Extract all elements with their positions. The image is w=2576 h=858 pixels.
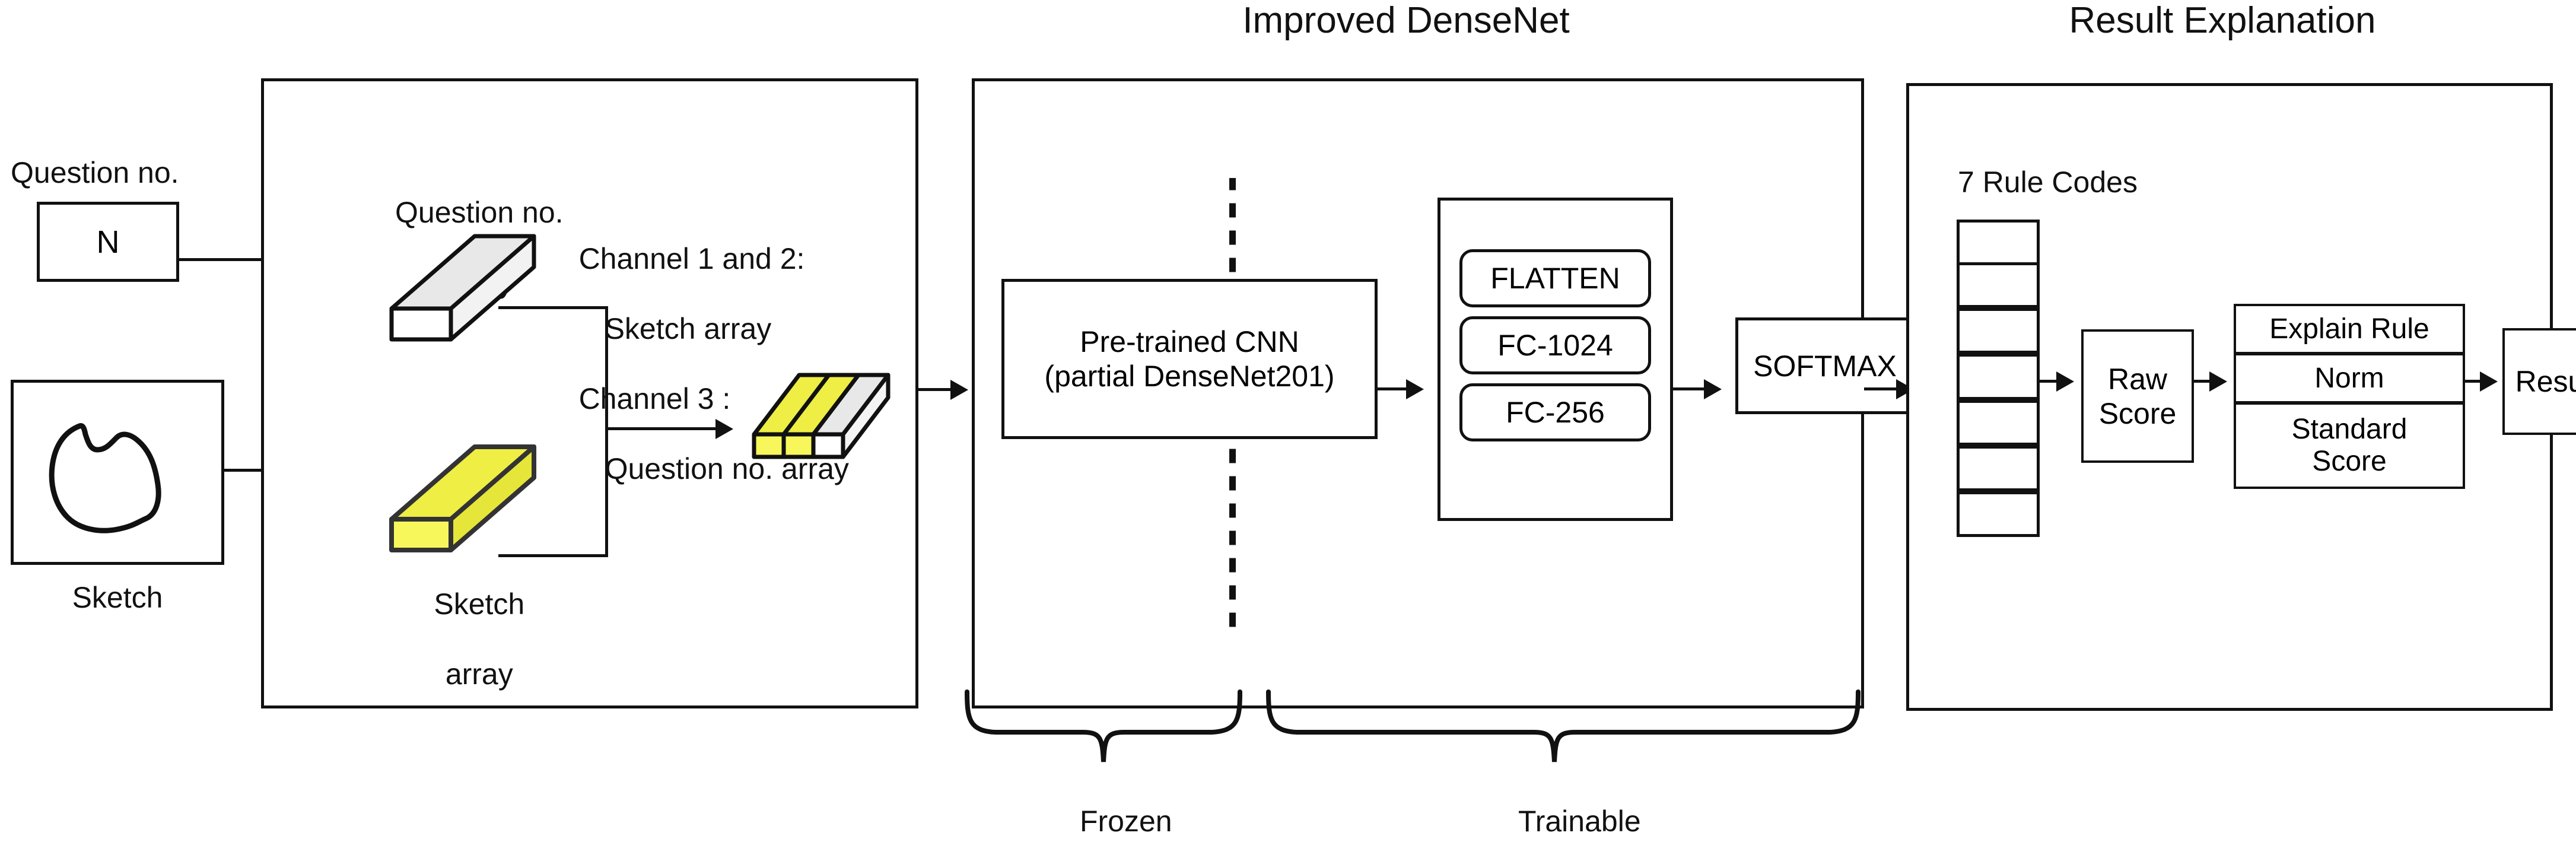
- channel-legend-line2: Sketch array: [605, 312, 772, 345]
- densenet-section-title: Improved DenseNet: [1242, 0, 1570, 41]
- explain-row-norm: Norm: [2234, 353, 2465, 403]
- raw-score-box: Raw Score: [2081, 329, 2194, 463]
- head-block-fc256-label: FC-256: [1506, 396, 1605, 429]
- channel-legend-line4: Question no. array: [605, 452, 849, 485]
- explain-row-explain-rule: Explain Rule: [2234, 304, 2465, 354]
- merge-line-top: [498, 306, 608, 309]
- channel-legend: Channel 1 and 2: Sketch array Channel 3 …: [546, 206, 926, 522]
- sketch-array-caption-line2: array: [445, 657, 513, 691]
- rule-code-cell: [1957, 220, 2040, 266]
- connector-cnn-to-head: [1378, 387, 1408, 390]
- sketch-array-caption: Sketch array: [335, 552, 590, 727]
- raw-score-line2: Score: [2098, 396, 2177, 430]
- trainable-layer-label-line1: Trainable: [1518, 805, 1641, 838]
- rule-codes-label: 7 Rule Codes: [1958, 166, 2138, 199]
- pretrained-cnn-box: Pre-trained CNN (partial DenseNet201): [1001, 279, 1378, 439]
- question-no-array-3d: [389, 234, 536, 342]
- frozen-layer-label: Frozen Layer: [961, 769, 1258, 858]
- connector-rawscore-to-explain: [2194, 380, 2213, 383]
- connector-rules-to-rawscore: [2040, 380, 2061, 383]
- connector-head-to-softmax: [1673, 387, 1706, 390]
- rule-code-cell: [1957, 445, 2040, 491]
- combined-channel-array-3d: [752, 373, 891, 459]
- result-box: Result: [2502, 328, 2576, 435]
- question-no-label: Question no.: [11, 156, 179, 189]
- trainable-layer-label: Trainable Layer: [1264, 769, 1863, 858]
- arrowhead-explain-to-result: [2480, 371, 2498, 392]
- head-block-flatten: FLATTEN: [1459, 249, 1651, 307]
- explain-row-standard-score-label: Standard Score: [2291, 414, 2408, 477]
- arrowhead-rules-to-rawscore: [2056, 371, 2074, 392]
- merge-line-vertical: [605, 306, 608, 557]
- merge-line-bottom: [498, 554, 608, 557]
- rule-code-cell: [1957, 308, 2040, 354]
- sketch-input-box: [11, 380, 224, 565]
- question-array-caption-line1: Question no.: [395, 196, 564, 229]
- rule-code-cell: [1957, 354, 2040, 400]
- raw-score-line1: Raw: [2107, 362, 2168, 396]
- softmax-label: SOFTMAX: [1753, 349, 1897, 383]
- explain-row-standard-score: Standard Score: [2234, 402, 2465, 489]
- result-label: Result: [2515, 365, 2576, 398]
- connector-input-to-densenet: [918, 388, 954, 391]
- softmax-box: SOFTMAX: [1735, 317, 1914, 414]
- frozen-layer-brace: [965, 689, 1242, 762]
- arrowhead-input-to-densenet: [950, 380, 968, 400]
- merge-line-out: [605, 427, 718, 430]
- arrowhead-head-to-softmax: [1704, 379, 1722, 399]
- question-no-input-box: N: [37, 202, 179, 282]
- rule-code-cell: [1957, 491, 2040, 537]
- frozen-layer-label-line1: Frozen: [1079, 805, 1172, 838]
- arrowhead-rawscore-to-explain: [2209, 371, 2227, 392]
- connector-explain-to-result: [2465, 380, 2483, 383]
- result-section-title: Result Explanation: [2069, 0, 2376, 41]
- head-block-flatten-label: FLATTEN: [1490, 262, 1620, 295]
- head-block-fc256: FC-256: [1459, 383, 1651, 441]
- explain-row-explain-rule-label: Explain Rule: [2269, 313, 2429, 345]
- channel-legend-line1: Channel 1 and 2:: [578, 242, 805, 275]
- trainable-layer-brace: [1266, 689, 1861, 762]
- explain-row-norm-label: Norm: [2314, 363, 2384, 394]
- pretrained-cnn-line2: (partial DenseNet201): [1044, 360, 1335, 393]
- sketch-array-caption-line1: Sketch: [434, 587, 525, 621]
- rule-code-cell: [1957, 262, 2040, 309]
- connector-densenet-to-result: [1864, 387, 1900, 390]
- sketch-caption: Sketch: [72, 581, 163, 614]
- head-block-fc1024-label: FC-1024: [1497, 329, 1613, 362]
- pretrained-cnn-line1: Pre-trained CNN: [1080, 325, 1299, 358]
- channel-legend-line3: Channel 3 :: [578, 382, 731, 415]
- head-block-fc1024: FC-1024: [1459, 316, 1651, 374]
- rule-codes-stack: [1957, 220, 2040, 540]
- sketch-array-3d: [389, 444, 536, 552]
- arrowhead-cnn-to-head: [1406, 379, 1424, 399]
- rule-code-cell: [1957, 399, 2040, 446]
- question-no-value: N: [96, 224, 120, 260]
- sketch-blob-icon: [49, 423, 161, 533]
- connector-question-to-array: [179, 258, 322, 261]
- arrowhead-merge-to-combined: [715, 419, 733, 439]
